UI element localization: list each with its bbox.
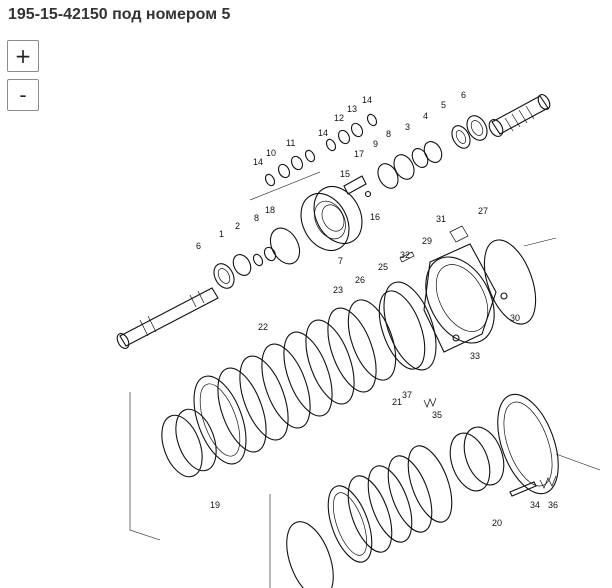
callout-3: 3 (405, 122, 410, 132)
callout-2: 2 (235, 221, 240, 231)
zoom-out-button[interactable]: - (7, 79, 39, 111)
callout-6: 6 (461, 90, 466, 100)
callout-15: 15 (340, 169, 350, 179)
callout-19: 19 (210, 500, 220, 510)
callout-10: 10 (266, 148, 276, 158)
left-drum-part (161, 408, 217, 478)
callout-12: 12 (334, 113, 344, 123)
callout-26: 26 (355, 275, 365, 285)
callout-16: 16 (370, 212, 380, 222)
callout-22: 22 (258, 322, 268, 332)
seal-rings (347, 239, 537, 381)
callout-5: 5 (441, 100, 446, 110)
callout-18: 18 (265, 205, 275, 215)
callout-14: 14 (253, 157, 263, 167)
callout-20: 20 (492, 518, 502, 528)
zoom-in-button[interactable]: + (7, 40, 39, 72)
right-drum-part (449, 426, 505, 492)
callout-30: 30 (510, 313, 520, 323)
output-shaft-part (488, 94, 551, 137)
callout-8: 8 (254, 213, 259, 223)
page-title: 195-15-42150 под номером 5 (8, 6, 231, 23)
input-shaft-part (116, 287, 219, 349)
callout-13: 13 (347, 104, 357, 114)
upper-clutch-pack (193, 307, 377, 465)
callout-32: 32 (400, 250, 410, 260)
callout-36: 36 (548, 500, 558, 510)
callout-8: 8 (386, 129, 391, 139)
assembly-frame-lines (129, 171, 601, 588)
pins-springs (399, 251, 557, 497)
callout-9: 9 (373, 139, 378, 149)
input-shaft-rings (213, 227, 301, 289)
callout-14: 14 (318, 128, 328, 138)
callout-34: 34 (530, 500, 540, 510)
callout-35: 35 (432, 410, 442, 420)
callout-33: 33 (470, 351, 480, 361)
callout-31: 31 (436, 214, 446, 224)
callout-labels: 14 13 12 14 11 10 14 6 5 4 3 8 9 17 15 1… (196, 90, 558, 528)
top-bearing-row (264, 113, 488, 198)
callout-25: 25 (378, 262, 388, 272)
callout-29: 29 (422, 236, 432, 246)
lower-clutch-pack (286, 445, 453, 588)
callout-37: 37 (402, 390, 412, 400)
callout-17: 17 (354, 149, 364, 159)
callout-6: 6 (196, 241, 201, 251)
callout-27: 27 (478, 206, 488, 216)
callout-4: 4 (423, 111, 428, 121)
clutch-hub-part (300, 186, 363, 251)
callout-21: 21 (392, 397, 402, 407)
callout-7: 7 (338, 256, 343, 266)
callout-23: 23 (333, 285, 343, 295)
callout-14: 14 (362, 95, 372, 105)
callout-11: 11 (286, 138, 295, 148)
clutch-housing-part (423, 225, 497, 353)
callout-1: 1 (219, 229, 224, 239)
